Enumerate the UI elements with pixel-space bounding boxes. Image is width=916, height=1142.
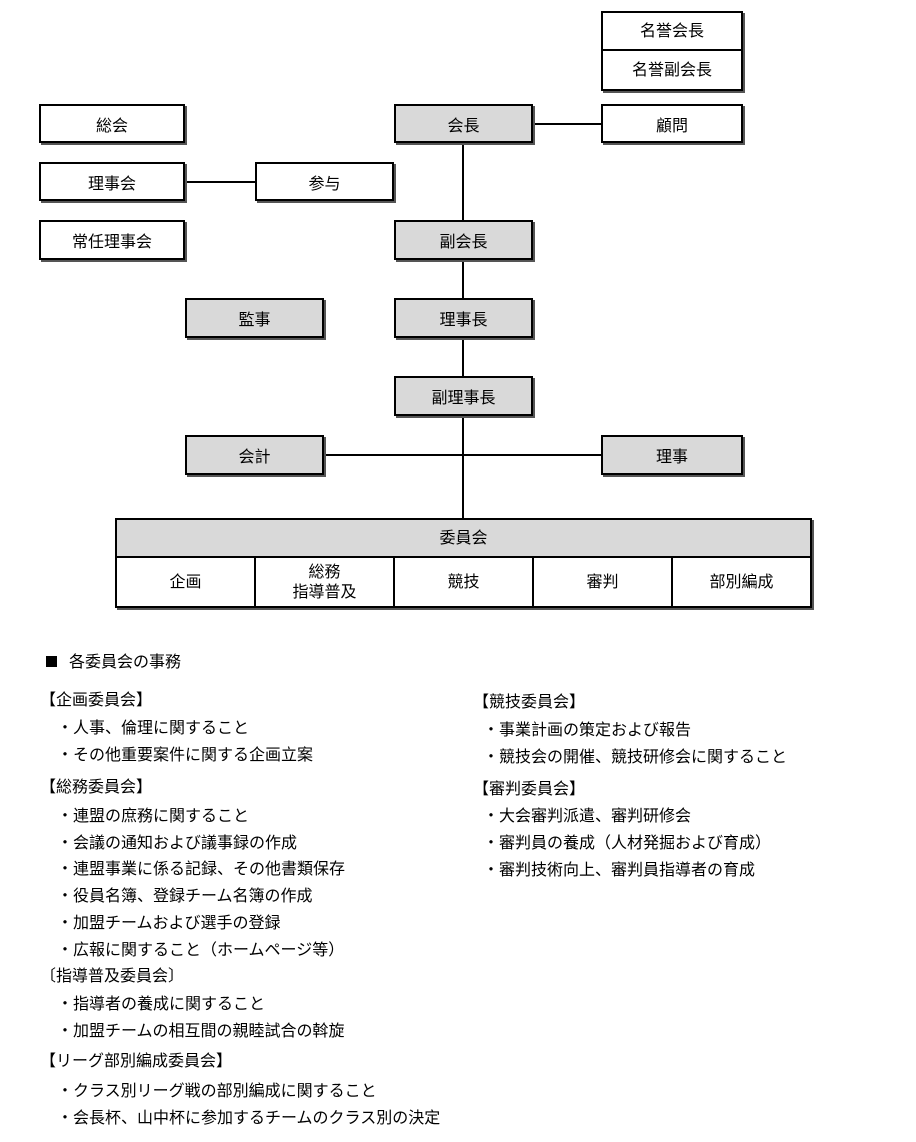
general-affairs-item-3: ・連盟事業に係る記録、その他書類保存 <box>57 859 346 878</box>
referee-item-2: ・審判員の養成（人材発掘および育成） <box>483 833 772 852</box>
league-division-item-1: ・クラス別リーグ戦の部別編成に関すること <box>57 1081 377 1100</box>
vice-president-box: 副会長 <box>394 220 533 260</box>
honorary-president: 名誉会長 <box>603 13 741 51</box>
committee-division: 部別編成 <box>709 572 774 591</box>
duties-heading: 各委員会の事務 <box>46 648 181 672</box>
planning-item-1: ・人事、倫理に関すること <box>57 718 250 737</box>
committee-competition: 競技 <box>395 558 534 606</box>
league-division-committee-title: 【リーグ部別編成委員会】 <box>40 1051 233 1070</box>
general-affairs-item-1: ・連盟の庶務に関すること <box>57 806 250 825</box>
planning-item-2: ・その他重要案件に関する企画立案 <box>57 745 314 764</box>
advisor-box: 顧問 <box>601 104 743 143</box>
standing-board-box: 常任理事会 <box>39 220 185 260</box>
square-bullet-icon <box>46 656 57 667</box>
competition-item-2: ・競技会の開催、競技研修会に関すること <box>483 747 788 766</box>
board-councilor-line <box>185 181 255 183</box>
guidance-committee-title: 〔指導普及委員会〕 <box>40 966 185 985</box>
general-assembly-box: 総会 <box>39 104 185 143</box>
vice-chairman-box: 副理事長 <box>394 376 533 416</box>
referee-item-1: ・大会審判派遣、審判研修会 <box>483 806 692 825</box>
committee-table: 委員会 企画 総務 指導普及 競技 審判 部別編成 <box>115 518 812 608</box>
general-affairs-committee-title: 【総務委員会】 <box>40 777 153 796</box>
league-division-item-2: ・会長杯、山中杯に参加するチームのクラス別の決定 <box>57 1108 441 1127</box>
guidance-item-1: ・指導者の養成に関すること <box>57 994 266 1013</box>
planning-committee-title: 【企画委員会】 <box>40 690 153 709</box>
general-affairs-item-4: ・役員名簿、登録チーム名簿の作成 <box>57 886 313 905</box>
guidance-item-2: ・加盟チームの相互間の親睦試合の斡旋 <box>57 1021 345 1040</box>
president-advisor-line <box>532 123 602 125</box>
referee-item-3: ・審判技術向上、審判員指導者の育成 <box>483 860 756 879</box>
competition-committee-title: 【競技委員会】 <box>473 692 586 711</box>
committee-guidance-label: 指導普及 <box>292 582 357 601</box>
accountant-director-line <box>323 454 602 456</box>
board-box: 理事会 <box>39 162 185 201</box>
referee-committee-title: 【審判委員会】 <box>473 779 586 798</box>
president-box: 会長 <box>394 104 533 143</box>
honorary-box: 名誉会長 名誉副会長 <box>601 11 743 91</box>
director-box: 理事 <box>601 435 743 475</box>
honorary-vice-president: 名誉副会長 <box>631 60 712 79</box>
committee-general-affairs-label: 総務 <box>308 562 341 581</box>
chairman-box: 理事長 <box>394 298 533 338</box>
auditor-box: 監事 <box>185 298 324 338</box>
committee-title: 委員会 <box>117 520 810 558</box>
general-affairs-item-2: ・会議の通知および議事録の作成 <box>57 833 298 852</box>
councilor-box: 参与 <box>255 162 394 201</box>
committee-referee: 審判 <box>534 558 673 606</box>
general-affairs-item-5: ・加盟チームおよび選手の登録 <box>57 913 281 932</box>
committee-general-affairs: 総務 指導普及 <box>256 558 395 606</box>
accountant-box: 会計 <box>185 435 324 475</box>
duties-heading-text: 各委員会の事務 <box>69 652 182 671</box>
competition-item-1: ・事業計画の策定および報告 <box>483 720 692 739</box>
general-affairs-item-6: ・広報に関すること（ホームページ等） <box>57 940 345 959</box>
committee-planning: 企画 <box>117 558 256 606</box>
